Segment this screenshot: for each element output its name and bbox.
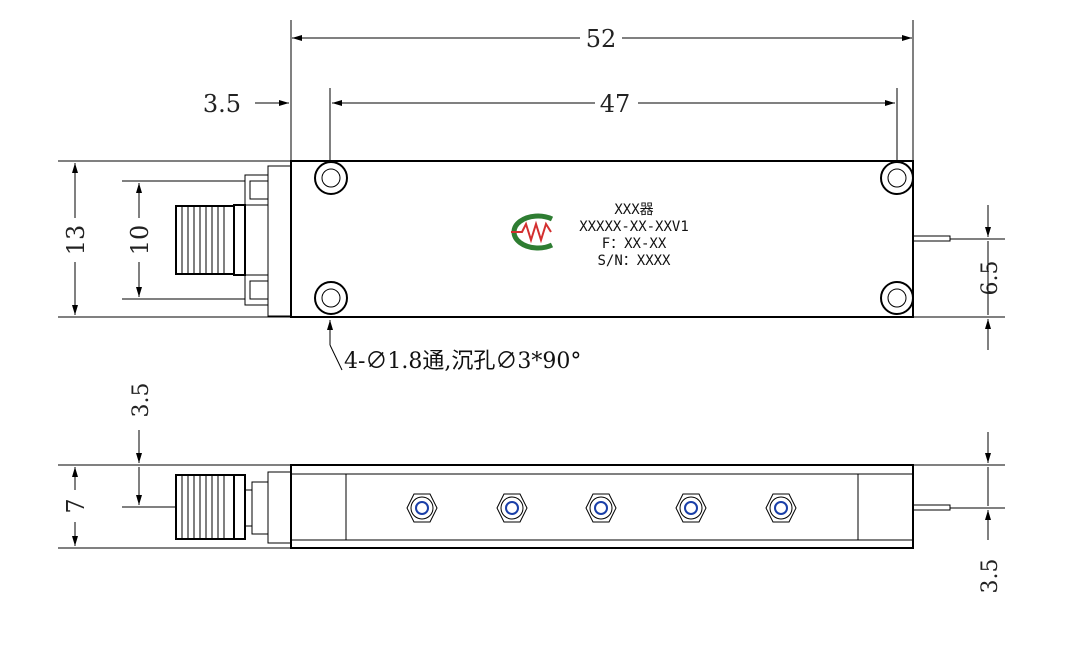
tuning-screw [765,493,797,523]
dimension-connector-height-text: 10 [126,225,154,256]
dimension-overall-length-text: 52 [586,25,617,53]
mounting-hole-top-left [314,161,348,195]
dimension-hole-offset: 3.5 [203,90,366,118]
mounting-hole-bottom-left [314,281,348,315]
dimension-hole-spacing-text: 47 [600,90,631,118]
tuning-screw [675,493,707,523]
sma-connector-top [175,165,292,317]
mounting-hole-top-right [880,161,914,195]
dimension-side-pin-offset-text: 3.5 [978,559,1003,594]
dimension-side-height-text: 7 [62,498,90,513]
product-label-frequency: F：XX-XX [602,236,667,252]
dimension-side-height: 7 [58,464,291,549]
dimension-overall-length: 52 [290,20,914,160]
dimension-connector-height: 10 [122,180,245,300]
side-view: 7 3.5 3.5 [58,383,1005,594]
dimension-height: 13 [58,160,291,318]
dimension-pin-offset-text: 6.5 [978,261,1003,296]
tuning-screw [406,493,438,523]
product-label-line1: XXX器 [614,202,653,218]
company-logo-icon [511,213,554,251]
product-label-model: XXXXX-XX-XXV1 [579,219,689,235]
hole-note: 4-∅1.8通,沉孔∅3*90° [327,320,581,374]
sma-connector-side [175,471,292,544]
dimension-connector-offset: 3.5 [122,383,176,508]
mounting-hole-bottom-right [880,281,914,315]
output-pin-side [912,504,951,511]
output-pin-top [912,235,951,242]
dimension-pin-offset: 6.5 [913,205,1005,350]
dimension-height-text: 13 [62,225,90,256]
side-view-body [290,464,914,549]
hole-note-text: 4-∅1.8通,沉孔∅3*90° [344,349,581,374]
product-label-serial: S/N：XXXX [597,253,671,269]
dimension-hole-spacing: 47 [329,88,898,160]
tuning-screw [585,493,617,523]
dimension-side-pin-offset: 3.5 [913,432,1005,594]
dimension-hole-offset-text: 3.5 [203,90,241,118]
top-view: 52 47 3.5 [58,20,1005,374]
dimension-connector-offset-text: 3.5 [129,383,154,418]
tuning-screw [496,493,528,523]
product-label: XXX器 XXXXX-XX-XXV1 F：XX-XX S/N：XXXX [579,202,689,269]
